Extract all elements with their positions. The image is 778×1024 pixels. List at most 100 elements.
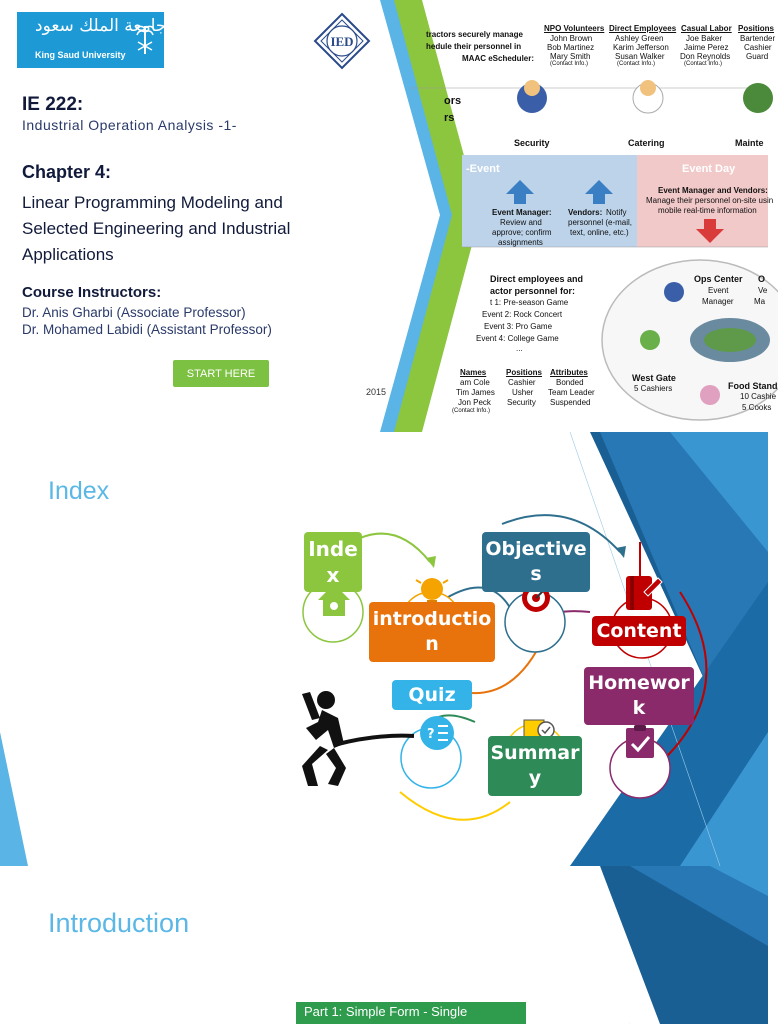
event-scheduling-infographic: tractors securely manage hedule their pe… bbox=[410, 0, 778, 432]
start-here-button[interactable]: START HERE bbox=[173, 360, 269, 387]
positions-header: Positions bbox=[506, 368, 543, 377]
attributes-row: Bonded bbox=[556, 378, 584, 387]
names-header: Names bbox=[460, 368, 487, 377]
bottom-positions-row: Security bbox=[507, 398, 536, 407]
casual-row: Don Reynolds bbox=[680, 52, 731, 61]
intro-line-2: hedule their personnel in bbox=[426, 42, 522, 51]
west-gate-sub: 5 Cashiers bbox=[634, 384, 673, 393]
right-fragment-sub: Ve bbox=[758, 286, 768, 295]
clipboard-check-icon bbox=[626, 725, 654, 758]
casual-row: (Contact Info.) bbox=[684, 61, 723, 67]
direct-row: Susan Walker bbox=[615, 52, 665, 61]
right-fragment-label: O bbox=[758, 274, 766, 284]
index-title: Index bbox=[48, 477, 110, 505]
npo-row: John Brown bbox=[550, 34, 593, 43]
positions-row: Guard bbox=[746, 52, 769, 61]
summary-node[interactable]: Summary bbox=[488, 736, 582, 796]
course-code: IE 222: bbox=[22, 94, 84, 115]
introduction-node[interactable]: introduction bbox=[369, 602, 495, 662]
part1-box: Part 1: Simple Form - Single bbox=[296, 1002, 526, 1024]
content-node[interactable]: Content bbox=[592, 616, 686, 646]
names-row: Jon Peck bbox=[458, 398, 491, 407]
attributes-row: Suspended bbox=[550, 398, 591, 407]
intro-line-3: MAAC eScheduler: bbox=[462, 54, 535, 63]
vendors-label: Vendors: bbox=[568, 208, 603, 217]
direct-line: actor personnel for: bbox=[490, 286, 576, 296]
chapter-label: Chapter 4: bbox=[22, 162, 112, 182]
home-icon bbox=[318, 584, 350, 616]
course-name: Industrial Operation Analysis -1- bbox=[22, 117, 237, 133]
direct-row: Karim Jefferson bbox=[613, 43, 669, 52]
title-slide: جامعة الملك سعود King Saud University IE… bbox=[0, 0, 778, 432]
direct-row: Ashley Green bbox=[615, 34, 664, 43]
table-header-npo: NPO Volunteers bbox=[544, 24, 605, 33]
food-stand-label: Food Stand bbox=[728, 381, 778, 391]
event-manager-text: approve; confirm bbox=[492, 228, 552, 237]
npo-row: Bob Martinez bbox=[547, 43, 595, 52]
event-manager-label: Event Manager: bbox=[492, 208, 552, 217]
table-header-positions: Positions bbox=[738, 24, 775, 33]
names-row: am Cole bbox=[460, 378, 490, 387]
introduction-slide: Introduction Part 1: Simple Form - Singl… bbox=[0, 866, 768, 1024]
svg-text:?: ? bbox=[427, 727, 435, 742]
direct-line: Direct employees and bbox=[490, 274, 584, 284]
runner-finish-icon bbox=[302, 691, 415, 786]
instructor-2: Dr. Mohamed Labidi (Assistant Professor) bbox=[22, 322, 272, 337]
event-manager-text: assignments bbox=[498, 238, 543, 247]
bottom-positions-row: Cashier bbox=[508, 378, 536, 387]
event-day-text: Manage their personnel on-site usin bbox=[646, 196, 774, 205]
food-stand-sub: 5 Cooks bbox=[742, 403, 772, 412]
direct-row: (Contact Info.) bbox=[617, 61, 656, 67]
direct-line: ... bbox=[516, 344, 523, 353]
left-fragment-1: ors bbox=[444, 95, 462, 107]
blue-decoration bbox=[570, 866, 768, 1024]
direct-line: Event 3: Pro Game bbox=[484, 322, 553, 331]
casual-row: Jaime Perez bbox=[684, 43, 729, 52]
left-decoration bbox=[0, 732, 28, 866]
direct-line: t 1: Pre-season Game bbox=[490, 298, 569, 307]
objectives-node[interactable]: Objectives bbox=[482, 532, 590, 592]
introduction-title: Introduction bbox=[48, 908, 190, 938]
left-fragment-2: rs bbox=[444, 112, 455, 124]
ied-logo: IED bbox=[313, 12, 371, 70]
role-catering: Catering bbox=[628, 138, 665, 148]
event-day-text: mobile real-time information bbox=[658, 206, 757, 215]
attributes-header: Attributes bbox=[550, 368, 588, 377]
list-icon: ? bbox=[420, 716, 454, 750]
names-row: Tim James bbox=[456, 388, 495, 397]
quiz-node[interactable]: Quiz bbox=[392, 680, 472, 710]
west-gate-label: West Gate bbox=[632, 373, 676, 383]
ksu-logo-english: King Saud University bbox=[35, 50, 126, 60]
npo-row: (Contact Info.) bbox=[550, 61, 589, 67]
ied-logo-text: IED bbox=[330, 34, 353, 49]
event-day-title: Event Day bbox=[682, 163, 736, 175]
book-icon bbox=[626, 576, 663, 610]
ksu-logo: جامعة الملك سعود King Saud University bbox=[17, 12, 167, 68]
homework-node[interactable]: Homework bbox=[584, 667, 694, 725]
attributes-row: Team Leader bbox=[548, 388, 595, 397]
table-header-casual: Casual Labor bbox=[681, 24, 732, 33]
bottom-positions-row: Usher bbox=[512, 388, 534, 397]
vendors-text: Notify bbox=[606, 208, 627, 217]
vendors-text: personnel (e-mail, bbox=[568, 218, 633, 227]
pre-event-title: -Event bbox=[466, 163, 500, 175]
infographic-backdrop bbox=[410, 80, 778, 421]
casual-row: Joe Baker bbox=[686, 34, 723, 43]
direct-line: Event 2: Rock Concert bbox=[482, 310, 563, 319]
role-maintenance: Mainte bbox=[735, 138, 764, 148]
event-manager-text: Review and bbox=[500, 218, 542, 227]
chapter-title: Linear Programming Modeling and Selected… bbox=[22, 193, 291, 264]
direct-line: Event 4: College Game bbox=[476, 334, 559, 343]
npo-row: Mary Smith bbox=[550, 52, 591, 61]
year-label: 2015 bbox=[366, 387, 387, 397]
names-row: (Contact Info.) bbox=[452, 408, 491, 414]
intro-line-1: tractors securely manage bbox=[426, 30, 523, 39]
ops-center-label: Ops Center bbox=[694, 274, 743, 284]
instructor-1: Dr. Anis Gharbi (Associate Professor) bbox=[22, 305, 246, 320]
event-day-label: Event Manager and Vendors: bbox=[658, 186, 768, 195]
role-security: Security bbox=[514, 138, 550, 148]
ksu-logo-arabic: جامعة الملك سعود bbox=[35, 16, 167, 36]
ops-center-sub: Event bbox=[708, 286, 729, 295]
index-node[interactable]: Index bbox=[304, 532, 362, 592]
food-stand-sub: 10 Cashie bbox=[740, 392, 777, 401]
